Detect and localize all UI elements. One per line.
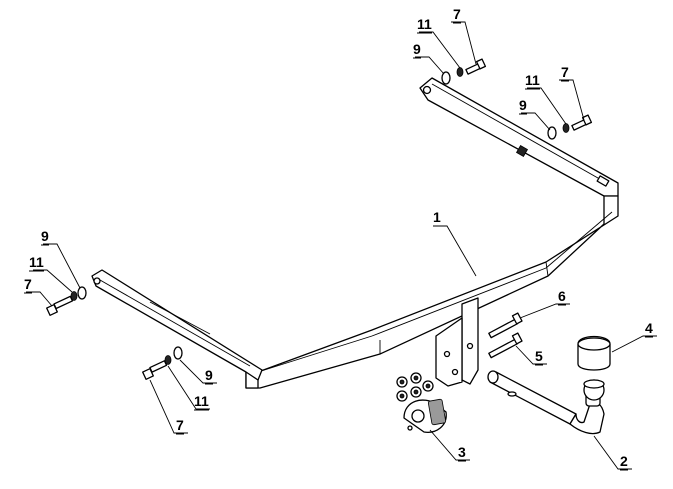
callout-7-lower: 7: [176, 417, 184, 433]
nuts: [396, 372, 434, 402]
callout-9-top-2: 9: [519, 97, 527, 113]
callout-6: 6: [558, 288, 566, 304]
tow-ball: [583, 379, 605, 407]
callout-9-lower: 9: [205, 367, 213, 383]
fastener-set-top-2: [547, 114, 593, 140]
callout-11-top-1: 11: [417, 16, 432, 32]
callout-7-top-1: 7: [453, 6, 461, 22]
callout-1: 1: [433, 209, 441, 225]
fastener-set-left: [46, 286, 87, 316]
callout-7-left: 7: [24, 276, 32, 292]
leader-lines: [26, 21, 657, 470]
cross-beam: [91, 77, 619, 389]
callout-labels: 1 2 3 4 5 6 7 7 7 7 9 9 9 9 11 11 11 11: [24, 6, 653, 471]
tow-ball-neck: [487, 370, 605, 435]
fastener-set-lower: [142, 346, 183, 380]
callout-11-top-2: 11: [525, 72, 540, 88]
callout-5: 5: [535, 348, 543, 364]
callout-11-lower: 11: [194, 393, 209, 409]
callout-3: 3: [458, 444, 466, 460]
callout-11-left: 11: [29, 254, 44, 270]
fastener-set-top-1: [441, 58, 487, 85]
ball-cap: [577, 335, 611, 371]
bolt-5: [488, 332, 523, 359]
callout-2: 2: [620, 453, 628, 469]
callout-9-top-1: 9: [413, 41, 421, 57]
callout-4: 4: [645, 320, 653, 336]
callout-7-top-2: 7: [561, 64, 569, 80]
callout-9-left: 9: [41, 228, 49, 244]
socket-plate: [403, 398, 447, 433]
bolt-6: [488, 312, 523, 339]
